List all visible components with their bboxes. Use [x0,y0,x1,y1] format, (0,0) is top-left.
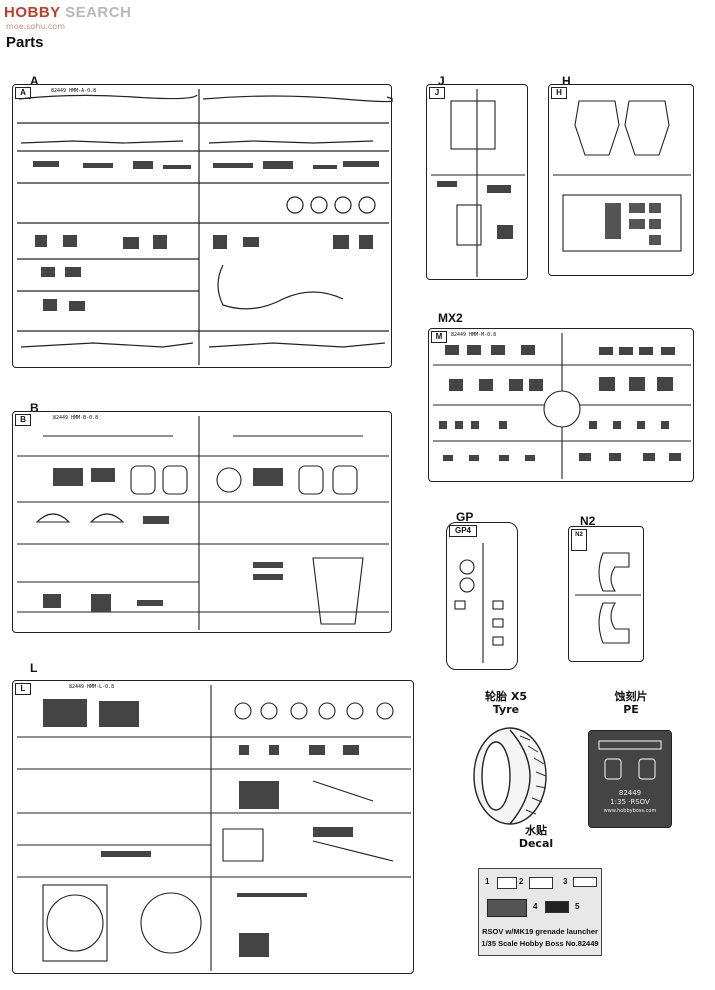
sprue-a: A 82449 HMM-A-0.8 [12,84,393,368]
sprue-j-tag: J [429,87,445,99]
sprue-n2: N2 [568,526,644,662]
sprue-mx2-code: 82449 HMM-M-0.8 [451,332,497,338]
pe-scale: 1:35 ·RSOV [610,798,650,806]
sprue-gp: GP4 [446,522,518,670]
sprue-h-letter: H [562,74,571,88]
pe-code: 82449 [618,789,642,797]
sprue-gp-tag: GP4 [449,525,477,537]
sprue-j-parts-drawing [431,89,525,277]
hobbysearch-logo: HOBBY SEARCH [4,4,131,21]
sprue-j: J [426,84,528,280]
decal-label-cn: 水贴 [525,824,547,837]
sprue-l-tag: L [15,683,31,695]
sprue-l-code: 82449 HMM-L-0.8 [69,684,115,690]
sprue-h-parts-drawing [553,100,691,252]
decal-item-5 [545,901,569,913]
sprue-b: B 82449 HMM-B-0.8 [12,411,392,633]
logo-site-text: moe.sohu.com [6,22,65,31]
tyre-label-en: Tyre [492,703,520,716]
sprue-a-code: 82449 HMM-A-0.8 [51,88,97,94]
pe-site: www.hobbyboss.com [603,808,657,814]
sprue-b-tag: B [15,414,31,426]
pe-label-cn: 蚀刻片 [614,690,648,703]
logo-search-text: SEARCH [65,4,132,21]
sprue-b-parts-drawing [17,416,389,630]
decal-number-5: 5 [575,902,580,911]
pe-fret: 82449 1:35 ·RSOV www.hobbyboss.com [588,730,672,828]
sprue-gp-letter: GP [456,510,474,524]
sprue-a-parts-drawing [17,89,393,365]
sprue-l-parts-drawing [17,685,411,971]
sprue-l: L 82449 HMM-L-0.8 [12,680,414,974]
pe-label-en: PE [623,703,639,716]
decal-number-1: 1 [485,877,490,886]
sprue-gp-parts-drawing [454,543,504,663]
decal-sheet: 1 2 3 4 5 RSOV w/MK19 grenade launcher 1… [478,868,602,956]
sprue-b-code: 82449 HMM-B-0.8 [53,415,99,421]
decal-caption-2: 1/35 Scale Hobby Boss No.82449 [481,939,599,948]
decal-item-3 [573,877,597,887]
sprue-mx2-tag: M [431,331,447,343]
sprue-n2-tag: N2 [571,529,587,551]
pe-label: 蚀刻片 PE [596,690,666,716]
sprue-n2-letter: N2 [580,514,596,528]
sprue-mx2: M 82449 HMM-M-0.8 [428,328,694,482]
sprue-n2-parts-drawing [575,552,641,644]
pe-fret-parts-drawing [598,740,662,780]
sprue-mx2-parts-drawing [433,333,691,479]
logo-hobby-text: HOBBY [4,4,61,21]
sprue-h: H [548,84,694,276]
decal-number-2: 2 [519,877,524,886]
sprue-l-letter: L [30,661,38,675]
decal-item-1 [497,877,517,889]
sprue-j-letter: J [438,74,445,88]
decal-item-4-graphic [487,899,527,917]
decal-label: 水贴 Decal [496,824,576,850]
page-title: Parts [6,34,44,51]
decal-caption-1: RSOV w/MK19 grenade launcher [482,927,598,936]
tyre-label: 轮胎 X5 Tyre [466,690,546,716]
decal-number-4: 4 [533,902,538,911]
sprue-h-tag: H [551,87,567,99]
decal-number-3: 3 [563,877,568,886]
sprue-b-letter: B [30,401,39,415]
decal-label-en: Decal [518,837,554,850]
sprue-a-tag: A [15,87,31,99]
decal-item-2 [529,877,553,889]
tyre-label-cn: 轮胎 X5 [485,690,527,703]
sprue-a-letter: A [30,74,39,88]
sprue-mx2-letter: MX2 [438,311,463,325]
tyre-drawing [473,727,547,825]
